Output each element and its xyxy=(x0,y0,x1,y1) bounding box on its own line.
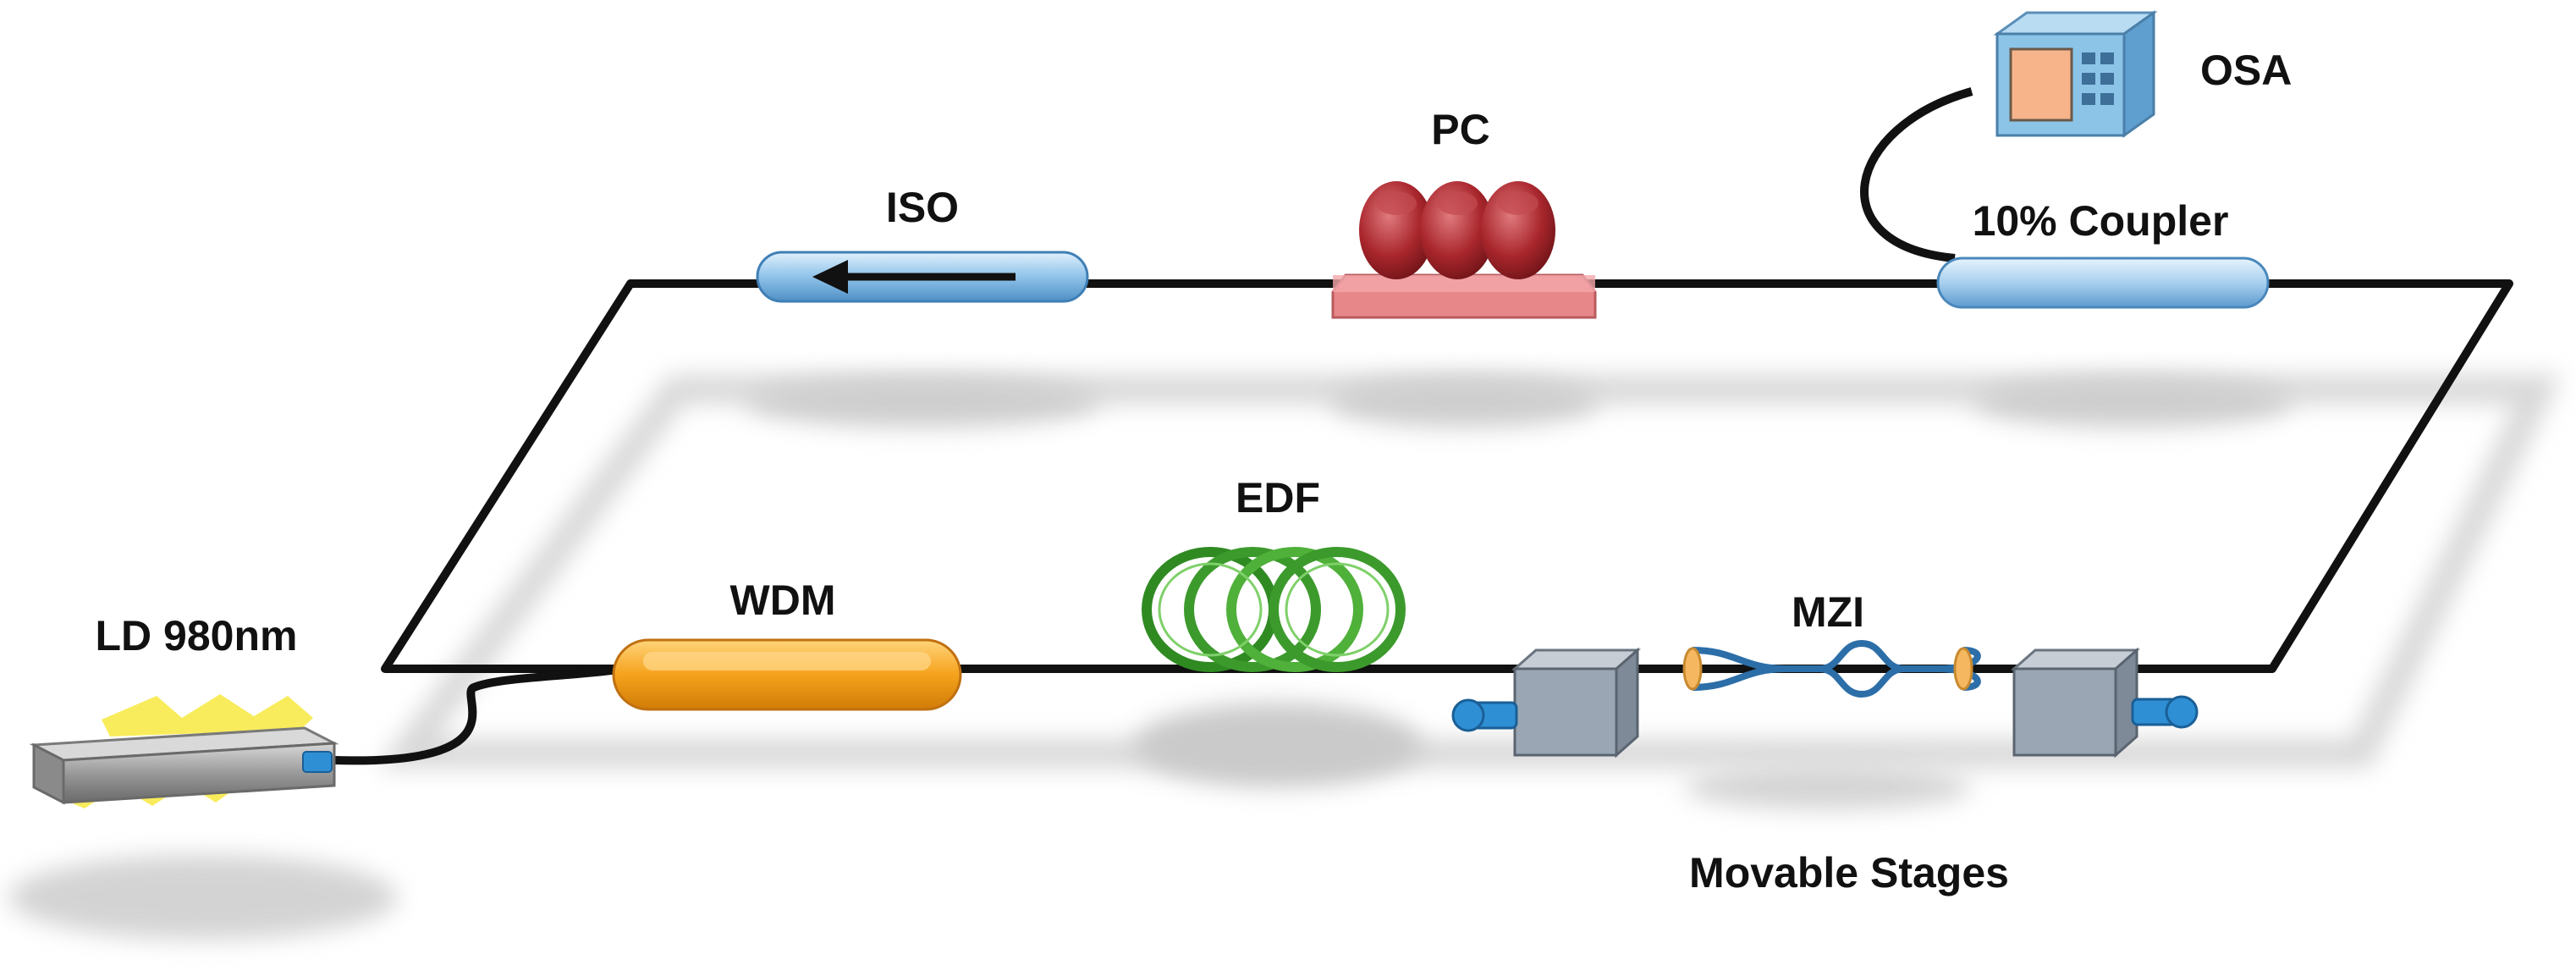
coupler-label: 10% Coupler xyxy=(1973,197,2229,245)
iso-label: ISO xyxy=(886,184,959,231)
osa-label: OSA xyxy=(2200,47,2292,94)
reflection-loop xyxy=(377,375,2562,768)
reflection-coupler xyxy=(1972,377,2293,428)
reflection-pc xyxy=(1329,377,1599,428)
fiber-pump-lead xyxy=(333,665,627,765)
reflection-layer xyxy=(8,375,2562,940)
fiber-osa-lead xyxy=(1860,87,1973,262)
movable-stages-label: Movable Stages xyxy=(1689,849,2009,897)
reflection-mzi xyxy=(1684,765,1972,809)
polarization-controller-icon xyxy=(1331,181,1597,319)
edf-label: EDF xyxy=(1236,474,1320,521)
mzi-label: MZI xyxy=(1792,588,1864,636)
ld-label: LD 980nm xyxy=(96,612,298,659)
wdm-icon xyxy=(612,638,962,711)
fiber-main-loop xyxy=(381,279,2513,673)
pc-label: PC xyxy=(1431,106,1489,153)
wdm-label: WDM xyxy=(730,577,836,624)
isolator-icon xyxy=(756,251,1089,303)
osa-icon xyxy=(1993,10,2158,138)
movable-stage-right-icon xyxy=(2011,647,2199,759)
coupler-icon xyxy=(1936,257,2270,309)
laser-diode-icon xyxy=(29,694,339,808)
reflection-iso xyxy=(745,377,1100,428)
reflection-ld xyxy=(8,855,398,940)
movable-stage-left-icon xyxy=(1451,647,1641,759)
edf-coil-icon xyxy=(1142,547,1406,672)
reflection-edf xyxy=(1134,703,1422,787)
mzi-icon xyxy=(1682,639,1981,698)
